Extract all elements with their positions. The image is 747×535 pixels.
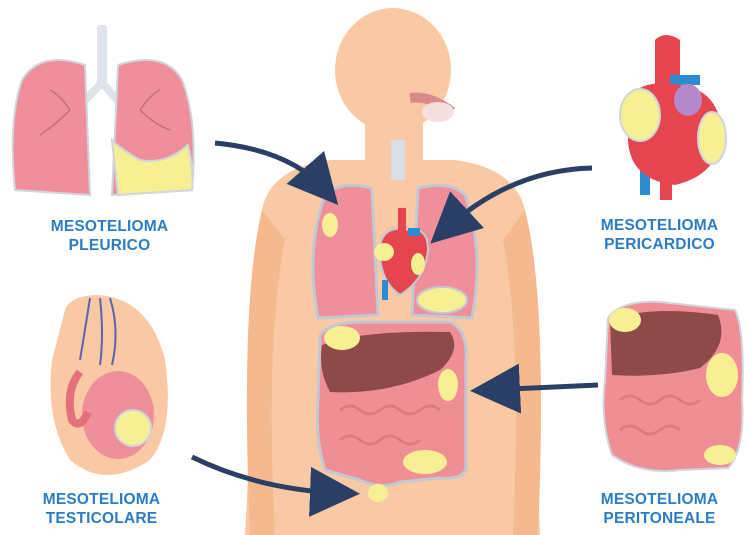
label-line1: MESOTELIOMA [572,216,747,235]
label-line2: PERICARDICO [572,235,747,254]
label-mesotelioma-pericardico: MESOTELIOMA PERICARDICO [572,216,747,254]
label-line2: PERITONEALE [572,509,747,528]
label-line2: PLEURICO [22,236,197,255]
label-mesotelioma-peritoneale: MESOTELIOMA PERITONEALE [572,490,747,528]
peritoneal-illustration [604,302,743,471]
label-line1: MESOTELIOMA [22,217,197,236]
label-line1: MESOTELIOMA [572,490,747,509]
testicular-illustration [50,295,167,475]
label-mesotelioma-pleurico: MESOTELIOMA PLEURICO [22,217,197,255]
label-mesotelioma-testicolare: MESOTELIOMA TESTICOLARE [14,490,189,528]
pleural-lungs-illustration [13,25,194,195]
label-line2: TESTICOLARE [14,509,189,528]
pericardial-heart-illustration [620,35,726,200]
label-line1: MESOTELIOMA [14,490,189,509]
central-abdomen [317,322,466,502]
